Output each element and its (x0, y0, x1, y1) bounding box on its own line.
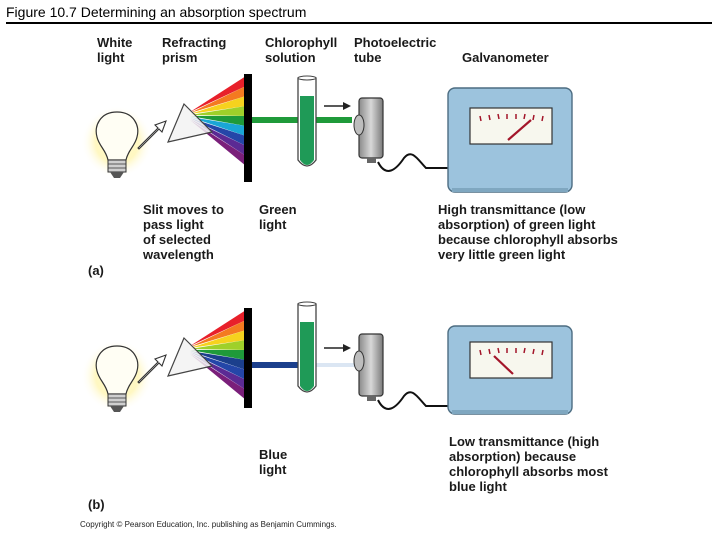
blue-beam (252, 362, 300, 368)
title-rule (6, 22, 712, 24)
test-tube (297, 75, 317, 167)
slit (244, 308, 252, 408)
label-refracting-prism: Refracting prism (162, 35, 227, 65)
arrow-right-icon (324, 344, 351, 352)
label-high-transmittance: High transmittance (low absorption) of g… (438, 202, 618, 262)
panel-a (81, 74, 573, 193)
copyright-line: Copyright © Pearson Education, Inc. publ… (80, 520, 337, 529)
gauge-needle (507, 119, 532, 141)
figure-title: Figure 10.7 Determining an absorption sp… (6, 4, 307, 20)
slit (244, 74, 252, 182)
label-photoelectric-tube: Photoelectric tube (354, 35, 437, 65)
label-green-light: Green light (259, 202, 297, 232)
arrow-icon (137, 120, 167, 150)
galvanometer (447, 87, 573, 193)
label-chlorophyll-solution: Chlorophyll solution (265, 35, 338, 65)
blue-beam-transmitted (316, 363, 362, 367)
arrow-right-icon (324, 102, 351, 110)
prism (166, 102, 214, 143)
light-bulb-icon (81, 340, 153, 412)
label-panel-a: (a) (88, 263, 104, 278)
label-low-transmittance: Low transmittance (high absorption) beca… (449, 434, 608, 494)
label-galvanometer: Galvanometer (462, 50, 549, 65)
gauge-needle (493, 355, 514, 375)
label-white-light: White light (97, 35, 133, 65)
label-slit-moves: Slit moves to pass light of selected wav… (143, 202, 224, 262)
panel-b (81, 301, 573, 415)
test-tube (297, 301, 317, 393)
photoelectric-tube (353, 333, 384, 401)
cable (377, 391, 448, 410)
galvanometer (447, 325, 573, 415)
arrow-icon (137, 354, 167, 384)
label-blue-light: Blue light (259, 447, 288, 477)
light-bulb-icon (81, 106, 153, 178)
label-panel-b: (b) (88, 497, 105, 512)
photoelectric-tube (353, 97, 384, 163)
cable (377, 153, 448, 172)
prism (166, 336, 214, 377)
